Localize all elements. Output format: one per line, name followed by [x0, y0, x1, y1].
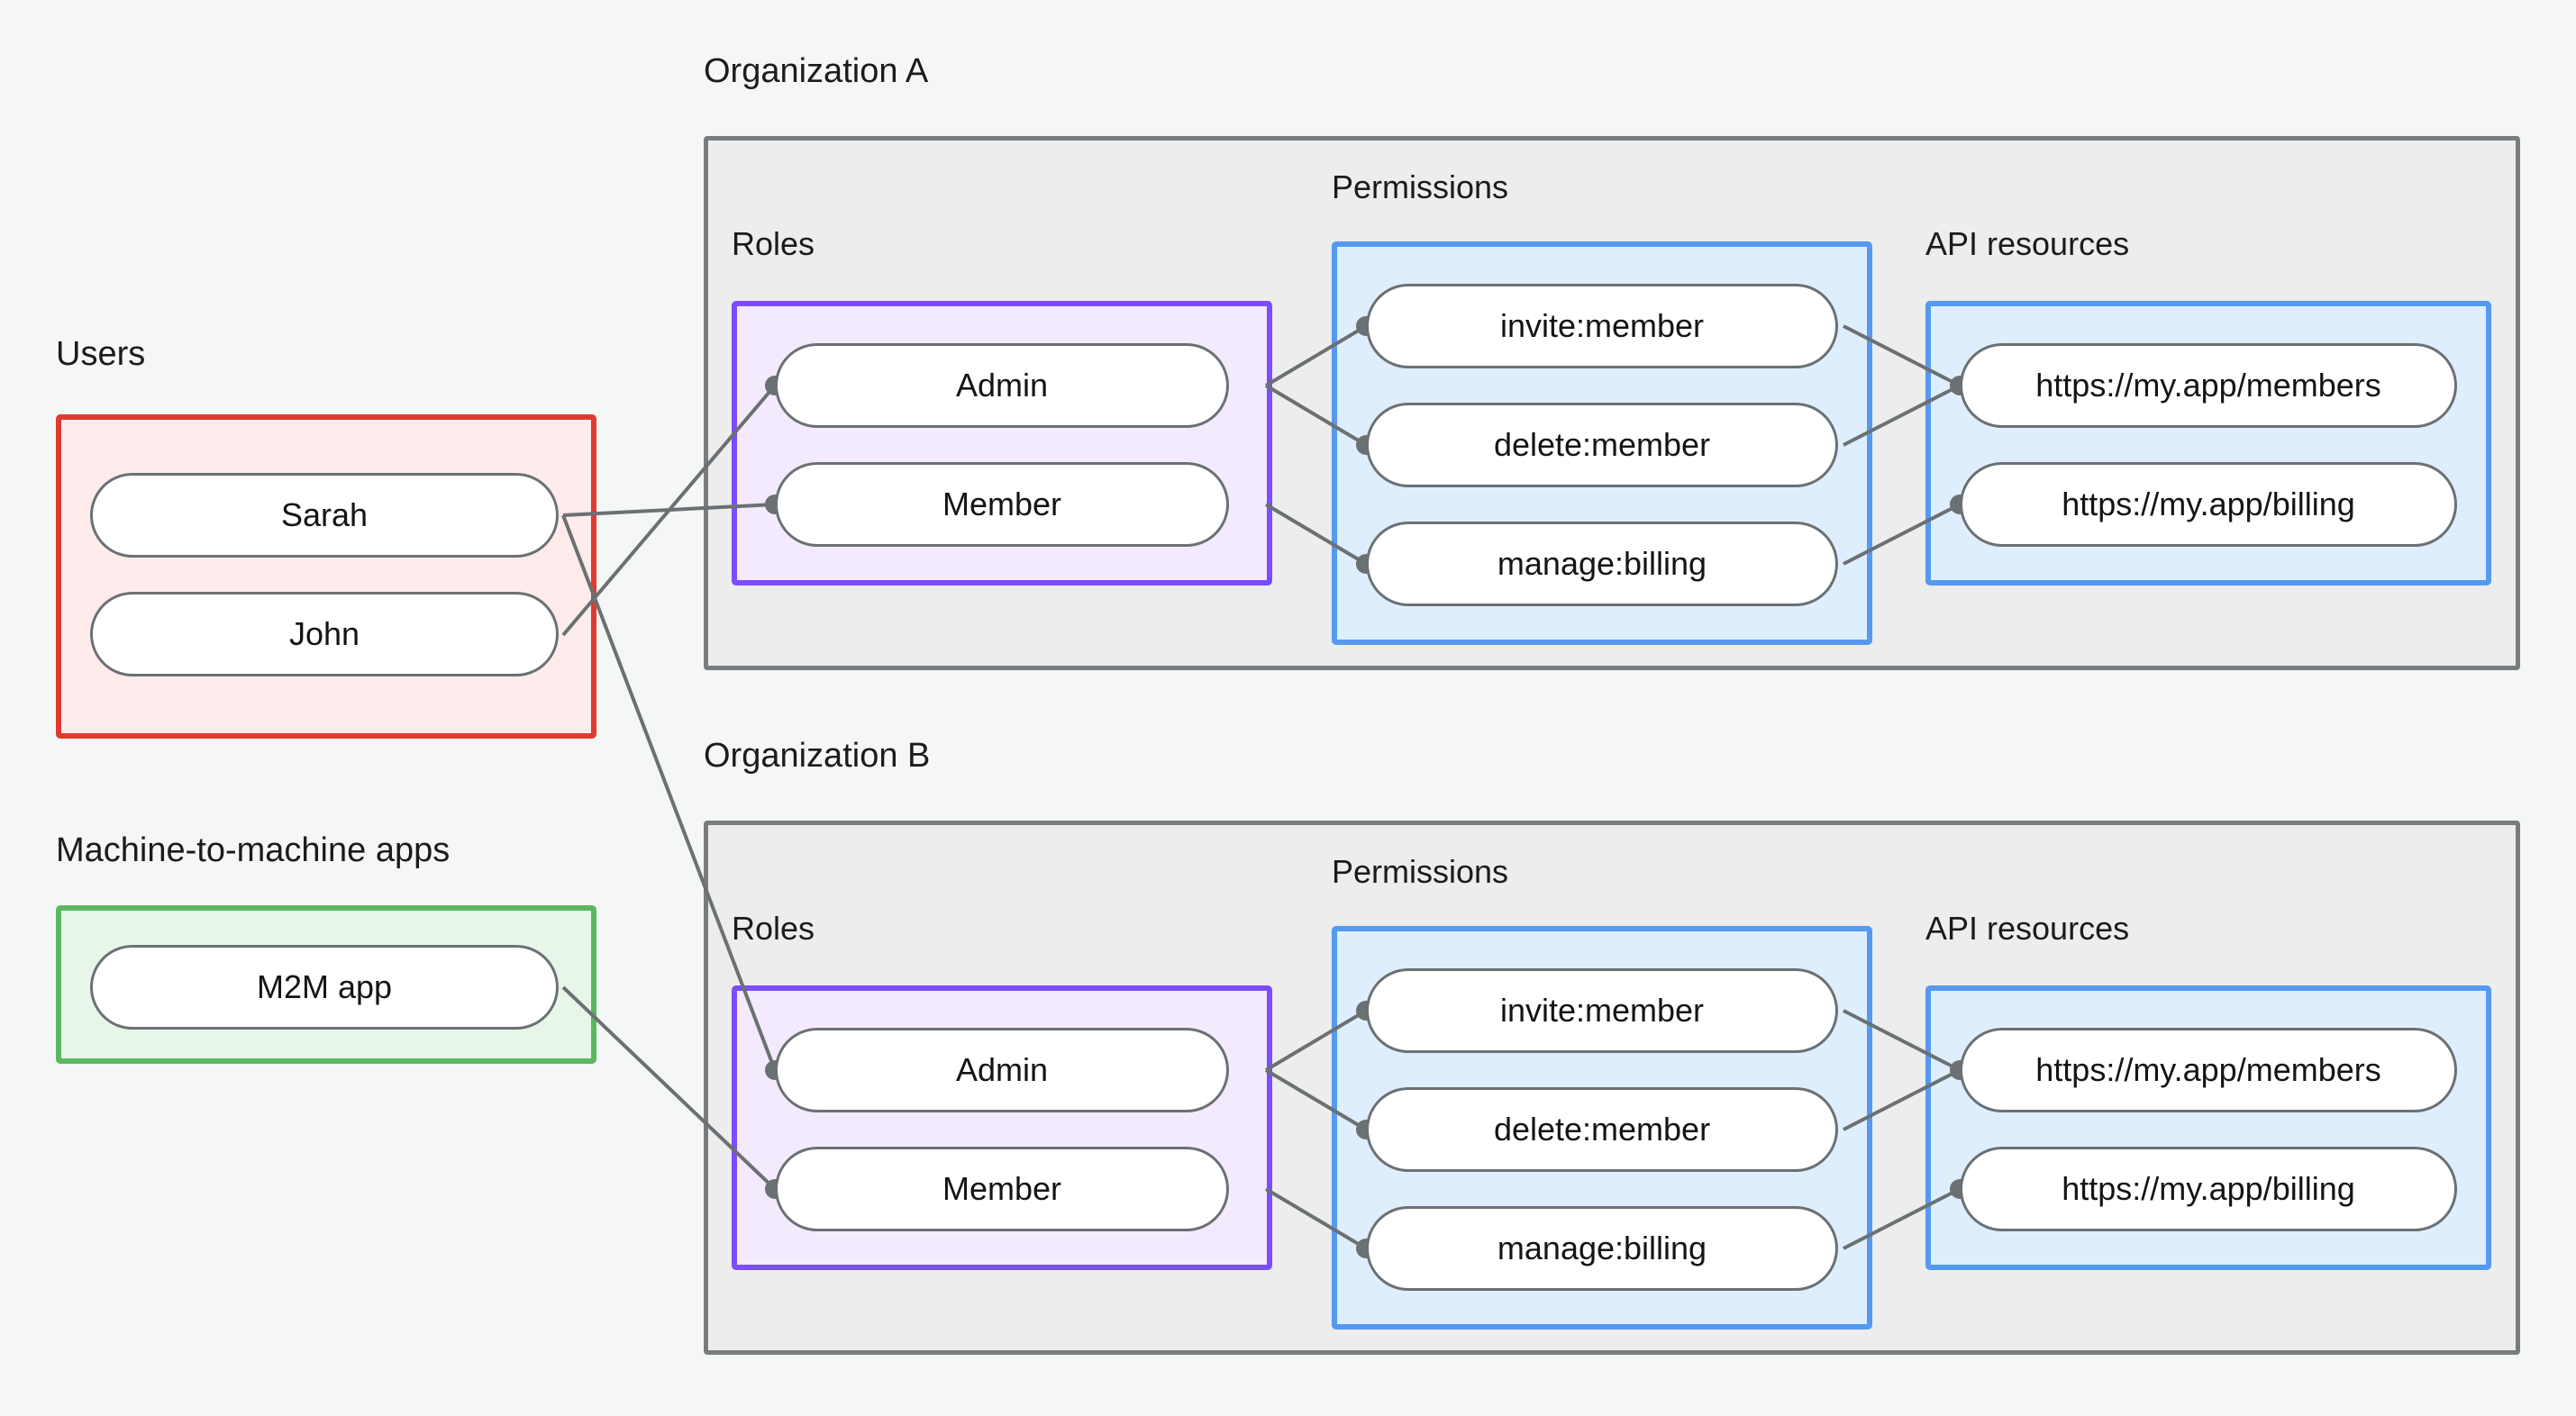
org-a-api-pill-billing[interactable]: https://my.app/billing	[1960, 462, 2457, 547]
org-b-permission-pill-manage-billing[interactable]: manage:billing	[1366, 1206, 1838, 1291]
org-b-permission-pill-delete-member[interactable]: delete:member	[1366, 1087, 1838, 1172]
user-pill-sarah[interactable]: Sarah	[90, 473, 559, 558]
org-b-role-pill-member[interactable]: Member	[775, 1147, 1229, 1231]
user-pill-john[interactable]: John	[90, 592, 559, 676]
org-a-permission-pill-invite-member[interactable]: invite:member	[1366, 284, 1838, 368]
org-a-title: Organization A	[704, 52, 929, 90]
org-b-api-pill-billing[interactable]: https://my.app/billing	[1960, 1147, 2457, 1231]
org-a-permissions-label: Permissions	[1332, 168, 1509, 205]
org-b-permissions-label: Permissions	[1332, 853, 1509, 890]
org-a-api-pill-members[interactable]: https://my.app/members	[1960, 343, 2457, 428]
org-a-permission-pill-delete-member[interactable]: delete:member	[1366, 403, 1838, 487]
org-b-permission-pill-invite-member[interactable]: invite:member	[1366, 968, 1838, 1053]
org-a-role-pill-member[interactable]: Member	[775, 462, 1229, 547]
org-b-roles-label: Roles	[732, 910, 815, 947]
org-b-api-resources-label: API resources	[1925, 910, 2130, 947]
m2m-pill-app[interactable]: M2M app	[90, 945, 559, 1030]
users-group-label: Users	[56, 335, 146, 373]
org-a-roles-label: Roles	[732, 225, 815, 262]
m2m-group-label: Machine-to-machine apps	[56, 831, 451, 869]
org-b-title: Organization B	[704, 737, 931, 775]
org-a-permission-pill-manage-billing[interactable]: manage:billing	[1366, 522, 1838, 606]
org-b-api-pill-members[interactable]: https://my.app/members	[1960, 1028, 2457, 1112]
org-a-api-resources-label: API resources	[1925, 225, 2130, 262]
org-b-role-pill-admin[interactable]: Admin	[775, 1028, 1229, 1112]
org-a-role-pill-admin[interactable]: Admin	[775, 343, 1229, 428]
users-group-box	[56, 414, 596, 739]
